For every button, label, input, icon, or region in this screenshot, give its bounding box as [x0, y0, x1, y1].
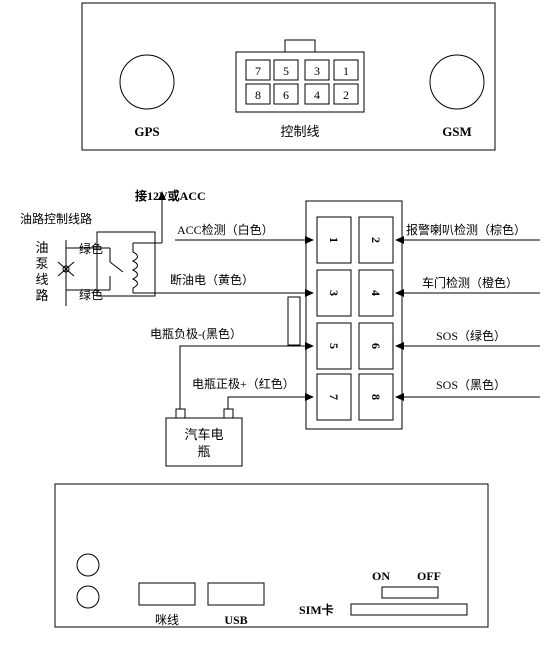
relay-switch — [109, 261, 124, 273]
sos-green-label: SOS（绿色） — [436, 328, 506, 343]
sim-card-slot — [350, 603, 468, 616]
connector-pin-label: 1 — [343, 64, 349, 78]
battery-positive-terminal — [223, 408, 234, 419]
usb-label: USB — [224, 613, 247, 627]
pump-label-char: 线 — [35, 272, 48, 287]
main-pin-label: 3 — [327, 290, 341, 296]
main-pin-label: 7 — [327, 394, 341, 400]
connector-pin-label: 4 — [314, 88, 320, 102]
battery-label: 瓶 — [197, 444, 210, 459]
power-switch — [381, 586, 439, 599]
connector-pin-label: 3 — [314, 64, 320, 78]
pump-label-char: 油 — [35, 240, 48, 255]
bottom-device-panel: 咪线 USB ON OFF SIM卡 — [54, 483, 489, 628]
control-line-label: 控制线 — [280, 124, 319, 139]
wiring-section: 1 2 3 4 5 6 7 8 报警喇叭检测（棕色） 车门检测（橙色） SOS（… — [20, 188, 540, 467]
door-label: 车门检测（橙色） — [422, 275, 518, 290]
main-connector — [305, 200, 403, 430]
power-label: 接12V或ACC — [135, 188, 206, 203]
pump-icon — [57, 261, 75, 277]
bottom-panel-frame — [54, 483, 489, 628]
mic-label: 咪线 — [155, 613, 179, 627]
main-pin-label: 6 — [369, 343, 383, 349]
relay-box — [96, 231, 156, 297]
pump-label-char: 路 — [35, 288, 48, 303]
gsm-port-icon — [429, 54, 485, 110]
control-connector: 7 5 3 1 8 6 4 2 — [235, 39, 365, 113]
main-connector-pins: 1 2 3 4 5 6 7 8 — [316, 216, 394, 421]
jumper-link — [287, 296, 301, 346]
connector-pin-label: 7 — [255, 64, 261, 78]
mic-port — [138, 582, 196, 606]
indicator-light-icon — [76, 585, 100, 609]
main-pin-label: 2 — [369, 237, 383, 243]
main-pin-label: 8 — [369, 394, 383, 400]
indicator-light-icon — [76, 553, 100, 577]
green-wire-bottom-label: 绿色 — [79, 287, 103, 302]
top-panel-frame — [81, 2, 496, 151]
sim-label: SIM卡 — [299, 602, 334, 617]
usb-port — [207, 582, 265, 606]
connector-pin-label: 8 — [255, 88, 261, 102]
gps-port-icon — [119, 54, 175, 110]
gps-label: GPS — [134, 124, 159, 139]
battery-negative-terminal — [175, 408, 186, 419]
alarm-label: 报警喇叭检测（棕色） — [406, 222, 526, 237]
connector-latch — [284, 39, 316, 53]
pump-label-char: 泵 — [35, 256, 48, 271]
connector-pin-label: 5 — [283, 64, 289, 78]
main-pin-label: 4 — [369, 290, 383, 296]
battery-positive-wire — [227, 393, 314, 409]
battery-negative-label: 电瓶负极-(黑色） — [150, 327, 242, 341]
cut-oil-label: 断油电（黄色） — [170, 272, 254, 287]
connector-pin-label: 2 — [343, 88, 349, 102]
top-device-panel: GPS GSM 7 5 3 1 8 6 4 2 控制线 — [81, 2, 496, 151]
sos-black-label: SOS（黑色） — [436, 378, 506, 392]
battery-label: 汽车电 — [184, 427, 223, 442]
main-pin-label: 5 — [327, 343, 341, 349]
relay-title: 油路控制线路 — [20, 211, 92, 226]
off-label: OFF — [417, 569, 441, 583]
acc-label: ACC检测（白色） — [177, 222, 274, 237]
main-pin-label: 1 — [327, 237, 341, 243]
relay-coil — [131, 251, 138, 289]
gsm-label: GSM — [442, 124, 472, 139]
on-label: ON — [372, 569, 390, 583]
connector-pin-label: 6 — [283, 88, 289, 102]
battery-positive-label: 电瓶正极+（红色） — [192, 376, 295, 391]
connector-body — [235, 51, 365, 113]
battery-negative-wire — [179, 342, 314, 409]
car-battery — [165, 417, 243, 467]
